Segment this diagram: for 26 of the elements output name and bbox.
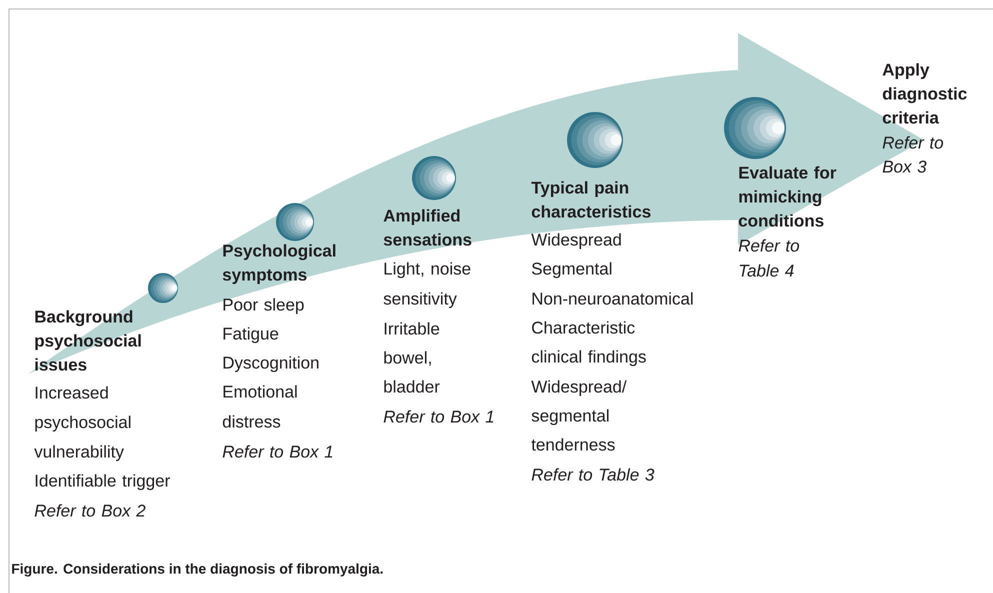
- step-heading: Apply diagnostic criteria: [882, 63, 967, 124]
- sphere: [567, 112, 623, 168]
- symptom-text: Light, noise sensitivity: [384, 262, 470, 308]
- reference-note: Refer to Box 3: [882, 136, 944, 173]
- sphere: [148, 273, 178, 303]
- symptom-text: Fatigue: [224, 327, 278, 344]
- symptom-text: Poor sleep: [224, 298, 304, 314]
- symptom-text: Non-neuroanatomical: [532, 292, 693, 305]
- reference-note: Refer to Box 2: [34, 504, 146, 517]
- symptom-text: Widespread: [531, 233, 621, 250]
- sphere: [724, 97, 786, 159]
- symptom-text: Widespread/ segmental tenderness: [531, 380, 627, 451]
- sphere: [276, 203, 314, 241]
- reference-note: Refer to Table 4: [738, 239, 800, 277]
- reference-note: Refer to Box 1: [222, 445, 332, 458]
- symptom-text: Dyscognition: [224, 356, 318, 372]
- caption: Figure. Considerations in the diagnosis of fibromyalgia.: [12, 563, 383, 577]
- symptom-text: Identifiable trigger: [36, 474, 170, 490]
- reference-note: Refer to Table 3: [532, 468, 654, 481]
- symptom-text: Irritable bowel, bladder: [384, 322, 440, 393]
- symptom-text: Characteristic clinical findings: [532, 321, 646, 366]
- symptom-text: Increased psychosocial vulnerability: [34, 386, 130, 462]
- symptom-text: Segmental: [532, 262, 612, 278]
- reference-note: Refer to Box 1: [384, 410, 494, 423]
- symptom-text: Emotional distress: [222, 385, 297, 428]
- sphere: [412, 156, 456, 200]
